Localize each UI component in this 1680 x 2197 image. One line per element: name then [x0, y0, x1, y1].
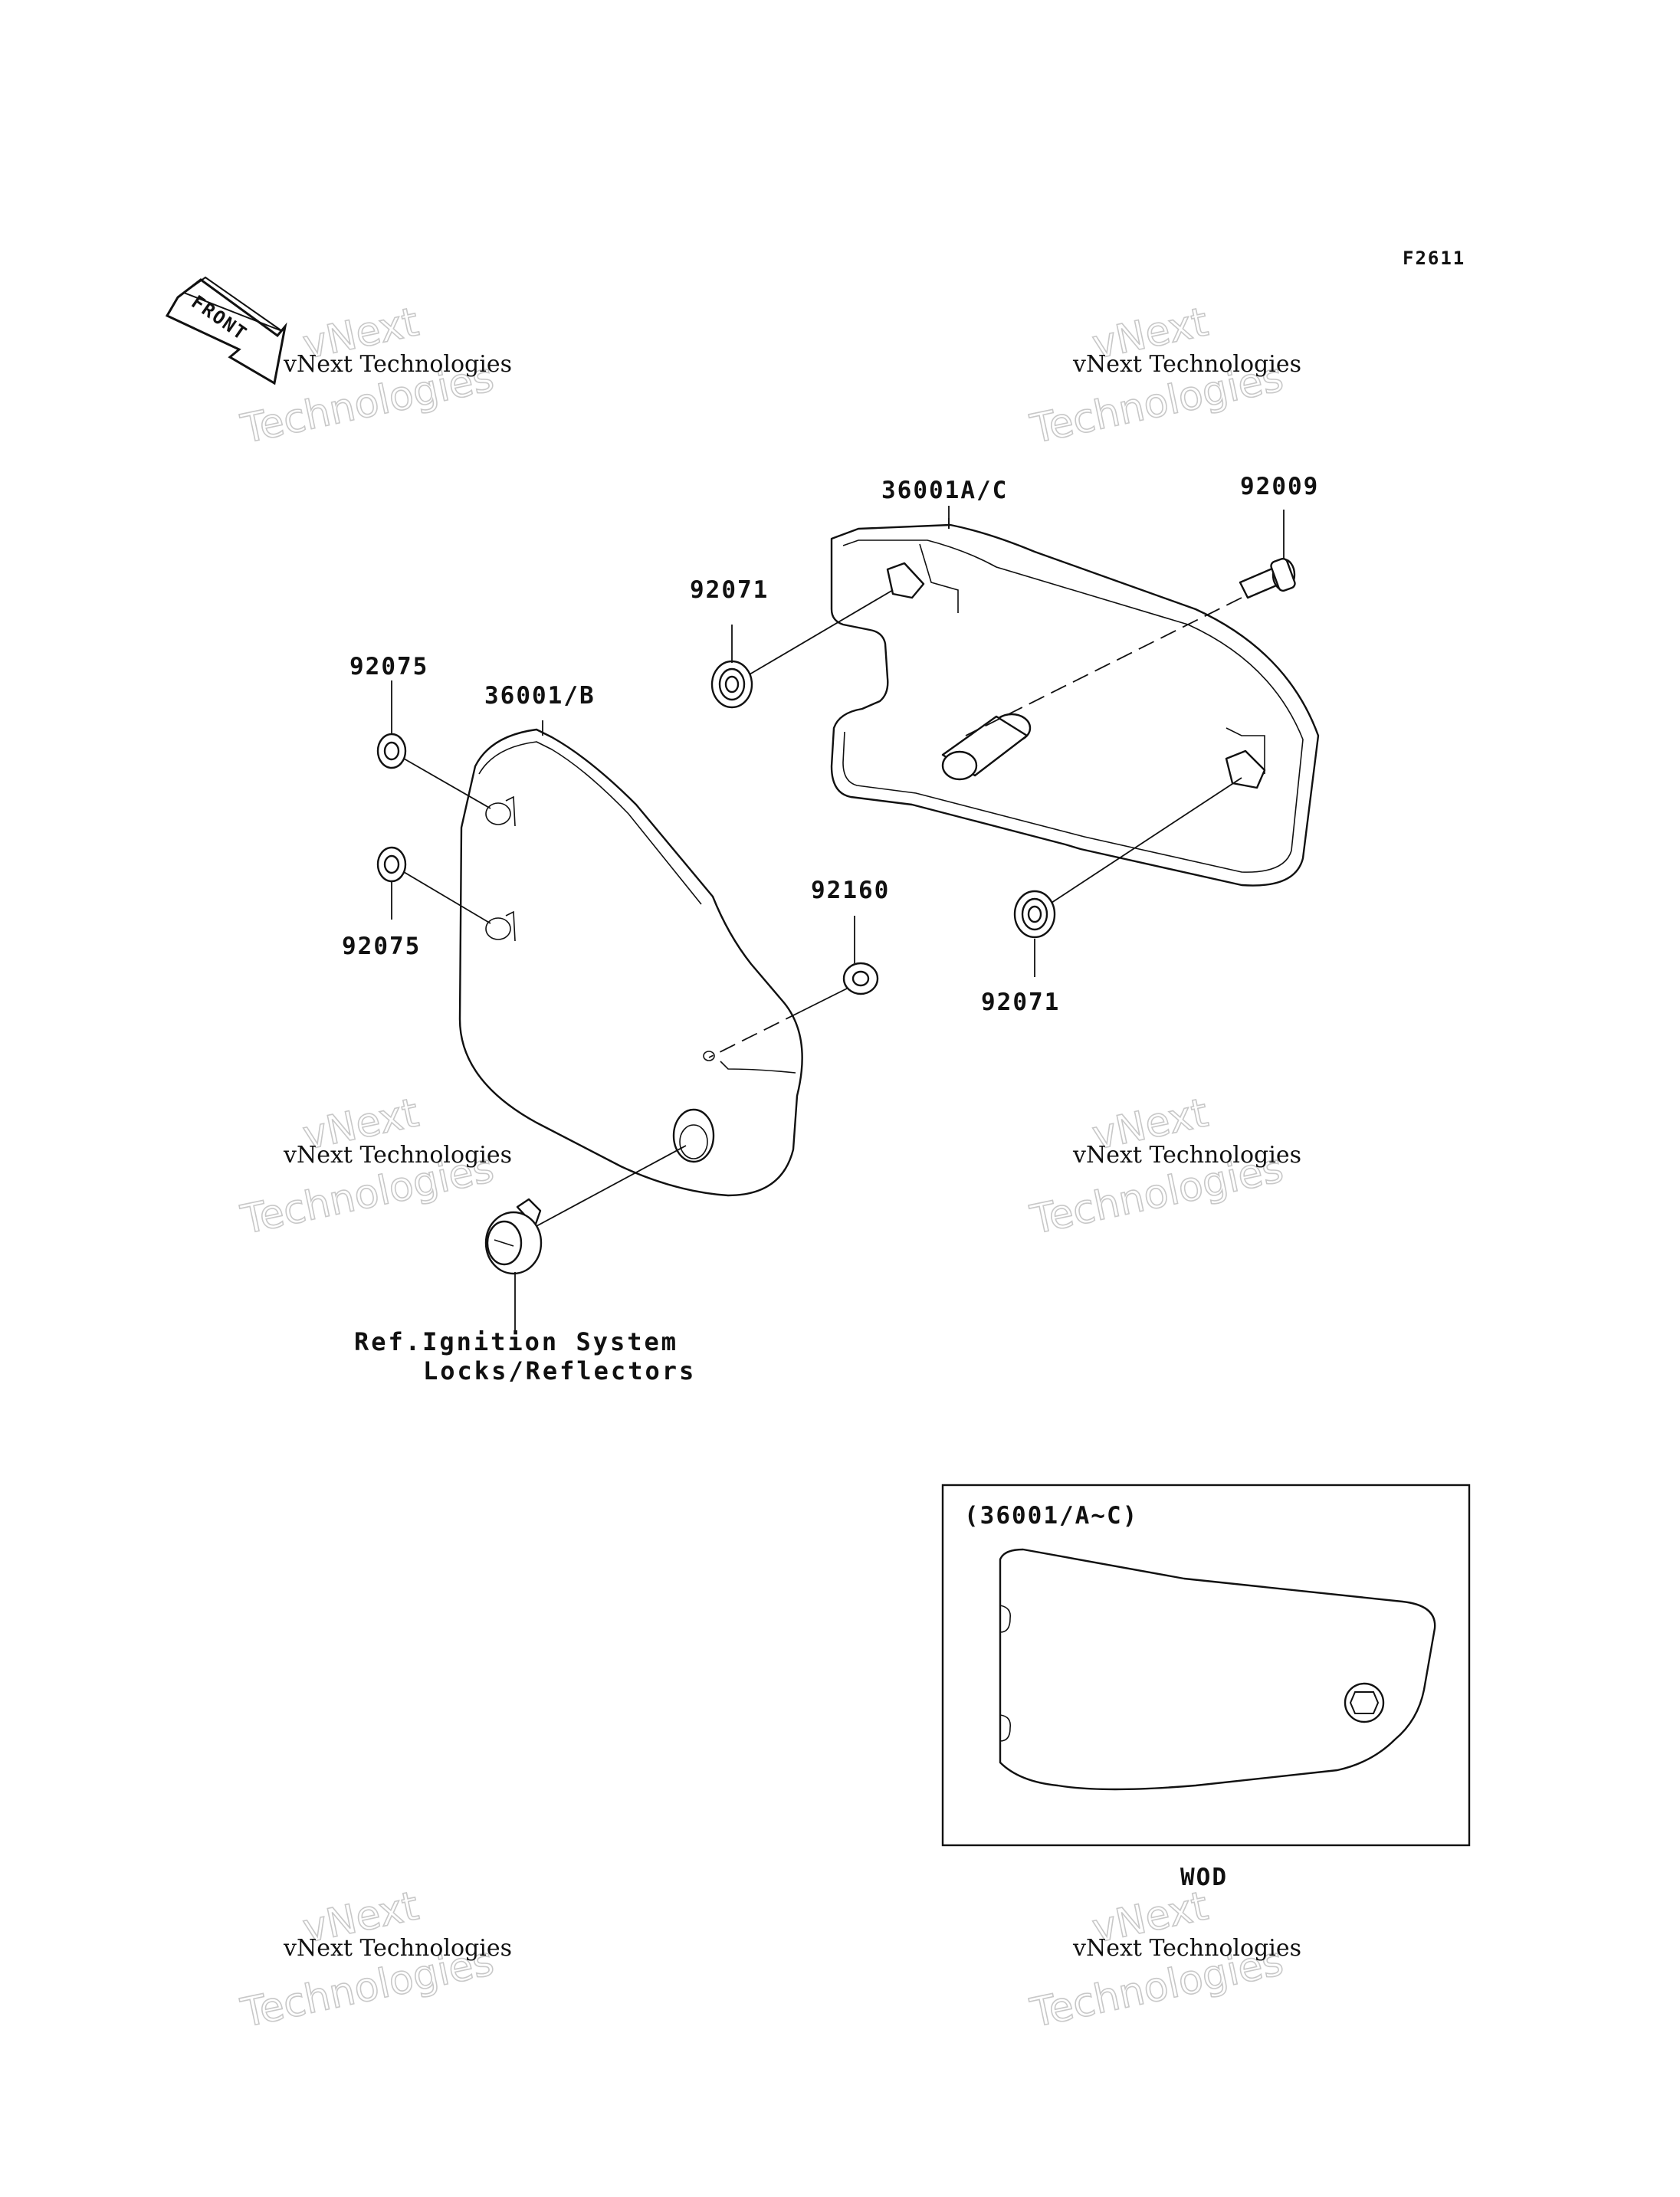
inset-caption: WOD — [1180, 1864, 1228, 1891]
svg-text:vNext Technologies: vNext Technologies — [1072, 1142, 1301, 1169]
grommet-92071-lower — [1013, 890, 1056, 939]
left-side-cover — [458, 728, 803, 1197]
label-92071-lower: 92071 — [981, 989, 1060, 1016]
watermark-mid-left: vNext Technologies vNext Technologies — [236, 1090, 512, 1244]
leader-lines — [391, 506, 1285, 1333]
reference-line-1: Ref.Ignition System — [354, 1327, 678, 1356]
label-92075-lower: 92075 — [342, 933, 421, 960]
label-92075-upper: 92075 — [349, 653, 428, 680]
grommet-92071-upper — [710, 660, 753, 709]
svg-text:vNext Technologies: vNext Technologies — [1072, 1935, 1301, 1962]
label-92160: 92160 — [811, 877, 890, 904]
watermark-bottom-left: vNext Technologies vNext Technologies — [236, 1883, 512, 2038]
svg-text:vNext Technologies: vNext Technologies — [283, 1935, 512, 1962]
damper-92075-lower — [376, 846, 407, 883]
damper-92075-upper — [376, 733, 407, 769]
watermark-top-right: vNext Technologies vNext Technologies — [1025, 299, 1301, 454]
figure-code: F2611 — [1403, 248, 1465, 269]
label-92009: 92009 — [1240, 473, 1319, 500]
inset-cover-view — [999, 1548, 1436, 1791]
ignition-lock — [484, 1198, 543, 1275]
collar-92160 — [842, 962, 879, 995]
watermark-bottom-right: vNext Technologies vNext Technologies — [1025, 1883, 1301, 2038]
label-36001a-c: 36001A/C — [881, 477, 1008, 504]
svg-text:vNext Technologies: vNext Technologies — [1072, 351, 1301, 378]
front-arrow-icon: FRONT — [165, 276, 287, 385]
svg-text:vNext Technologies: vNext Technologies — [283, 1142, 512, 1169]
inset-box: (36001/A~C) — [941, 1484, 1471, 1847]
watermark-mid-right: vNext Technologies vNext Technologies — [1025, 1090, 1301, 1244]
watermark-top-left: vNext Technologies vNext Technologies — [236, 299, 512, 454]
inset-title: (36001/A~C) — [964, 1502, 1138, 1530]
bolt-92009 — [1239, 557, 1296, 599]
reference-line-2: Locks/Reflectors — [423, 1356, 696, 1385]
svg-text:vNext Technologies: vNext Technologies — [283, 351, 512, 378]
label-36001-b: 36001/B — [484, 682, 596, 710]
right-side-cover — [830, 523, 1320, 887]
label-92071-upper: 92071 — [690, 576, 769, 604]
